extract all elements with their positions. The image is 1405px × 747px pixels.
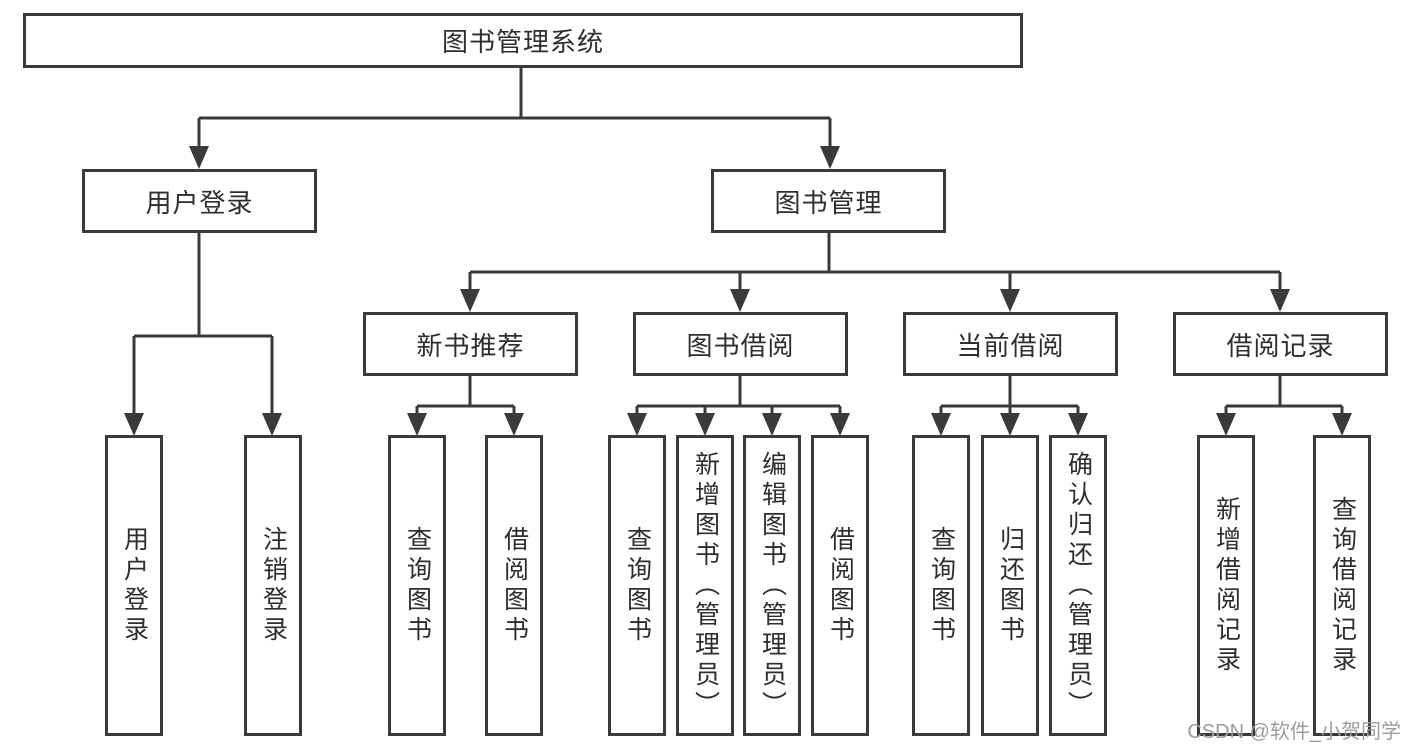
leaf-logout: 注销登录 xyxy=(244,435,302,736)
arrow-icon xyxy=(695,413,715,436)
arrow-icon xyxy=(189,146,209,169)
node-label: 当前借阅 xyxy=(956,330,1065,361)
arrow-icon xyxy=(1216,413,1236,436)
leaf-query-books: 查询图书 xyxy=(608,435,666,736)
arrow-icon xyxy=(1332,413,1352,436)
leaf-return-books: 归还图书 xyxy=(981,435,1039,736)
csdn-watermark: CSDN @软件_小贺同学 xyxy=(1187,721,1401,743)
node-label: 图书借阅 xyxy=(686,330,795,361)
arrow-icon xyxy=(730,289,750,312)
node-borrowing-records: 借阅记录 xyxy=(1173,312,1388,376)
leaf-label: 用户登录 xyxy=(120,525,149,646)
leaf-label: 查询借阅记录 xyxy=(1328,495,1357,676)
node-label: 用户登录 xyxy=(145,187,254,218)
node-book-borrowing: 图书借阅 xyxy=(633,312,848,376)
arrow-icon xyxy=(1000,289,1020,312)
leaf-label: 查询图书 xyxy=(403,525,432,646)
node-label: 图书管理 xyxy=(774,187,883,218)
leaf-label: 归还图书 xyxy=(996,525,1025,646)
leaf-query-borrow-record: 查询借阅记录 xyxy=(1313,435,1371,736)
node-user-login-branch: 用户登录 xyxy=(82,169,317,233)
arrow-icon xyxy=(504,413,524,436)
leaf-add-borrow-record: 新增借阅记录 xyxy=(1197,435,1255,736)
arrow-icon xyxy=(1000,413,1020,436)
arrow-icon xyxy=(830,413,850,436)
leaf-label: 新增图书（管理员） xyxy=(691,450,720,721)
node-label: 新书推荐 xyxy=(416,330,525,361)
arrow-icon xyxy=(931,413,951,436)
leaf-user-login: 用户登录 xyxy=(105,435,163,736)
leaf-borrow-books: 借阅图书 xyxy=(811,435,869,736)
leaf-label: 查询图书 xyxy=(927,525,956,646)
leaf-label: 编辑图书（管理员） xyxy=(758,450,787,721)
leaf-label: 确认归还（管理员） xyxy=(1064,450,1093,721)
arrow-icon xyxy=(1068,413,1088,436)
leaf-query-books: 查询图书 xyxy=(912,435,970,736)
leaf-edit-book-admin: 编辑图书（管理员） xyxy=(743,435,801,736)
leaf-label: 查询图书 xyxy=(623,525,652,646)
arrow-icon xyxy=(1270,289,1290,312)
node-new-book-recommend: 新书推荐 xyxy=(363,312,578,376)
leaf-query-books: 查询图书 xyxy=(388,435,446,736)
leaf-confirm-return-admin: 确认归还（管理员） xyxy=(1049,435,1107,736)
leaf-label: 借阅图书 xyxy=(500,525,529,646)
arrow-icon xyxy=(627,413,647,436)
node-book-management-branch: 图书管理 xyxy=(711,169,946,233)
arrow-icon xyxy=(262,413,282,436)
arrow-icon xyxy=(124,413,144,436)
leaf-label: 注销登录 xyxy=(259,525,288,646)
arrow-icon xyxy=(460,289,480,312)
leaf-borrow-books: 借阅图书 xyxy=(485,435,543,736)
arrow-icon xyxy=(407,413,427,436)
node-label: 图书管理系统 xyxy=(441,27,604,57)
leaf-label: 借阅图书 xyxy=(826,525,855,646)
leaf-add-book-admin: 新增图书（管理员） xyxy=(676,435,734,736)
node-current-borrowing: 当前借阅 xyxy=(903,312,1118,376)
node-library-management-system: 图书管理系统 xyxy=(23,13,1023,68)
arrow-icon xyxy=(762,413,782,436)
arrow-icon xyxy=(820,146,840,169)
leaf-label: 新增借阅记录 xyxy=(1212,495,1241,676)
node-label: 借阅记录 xyxy=(1226,330,1335,361)
